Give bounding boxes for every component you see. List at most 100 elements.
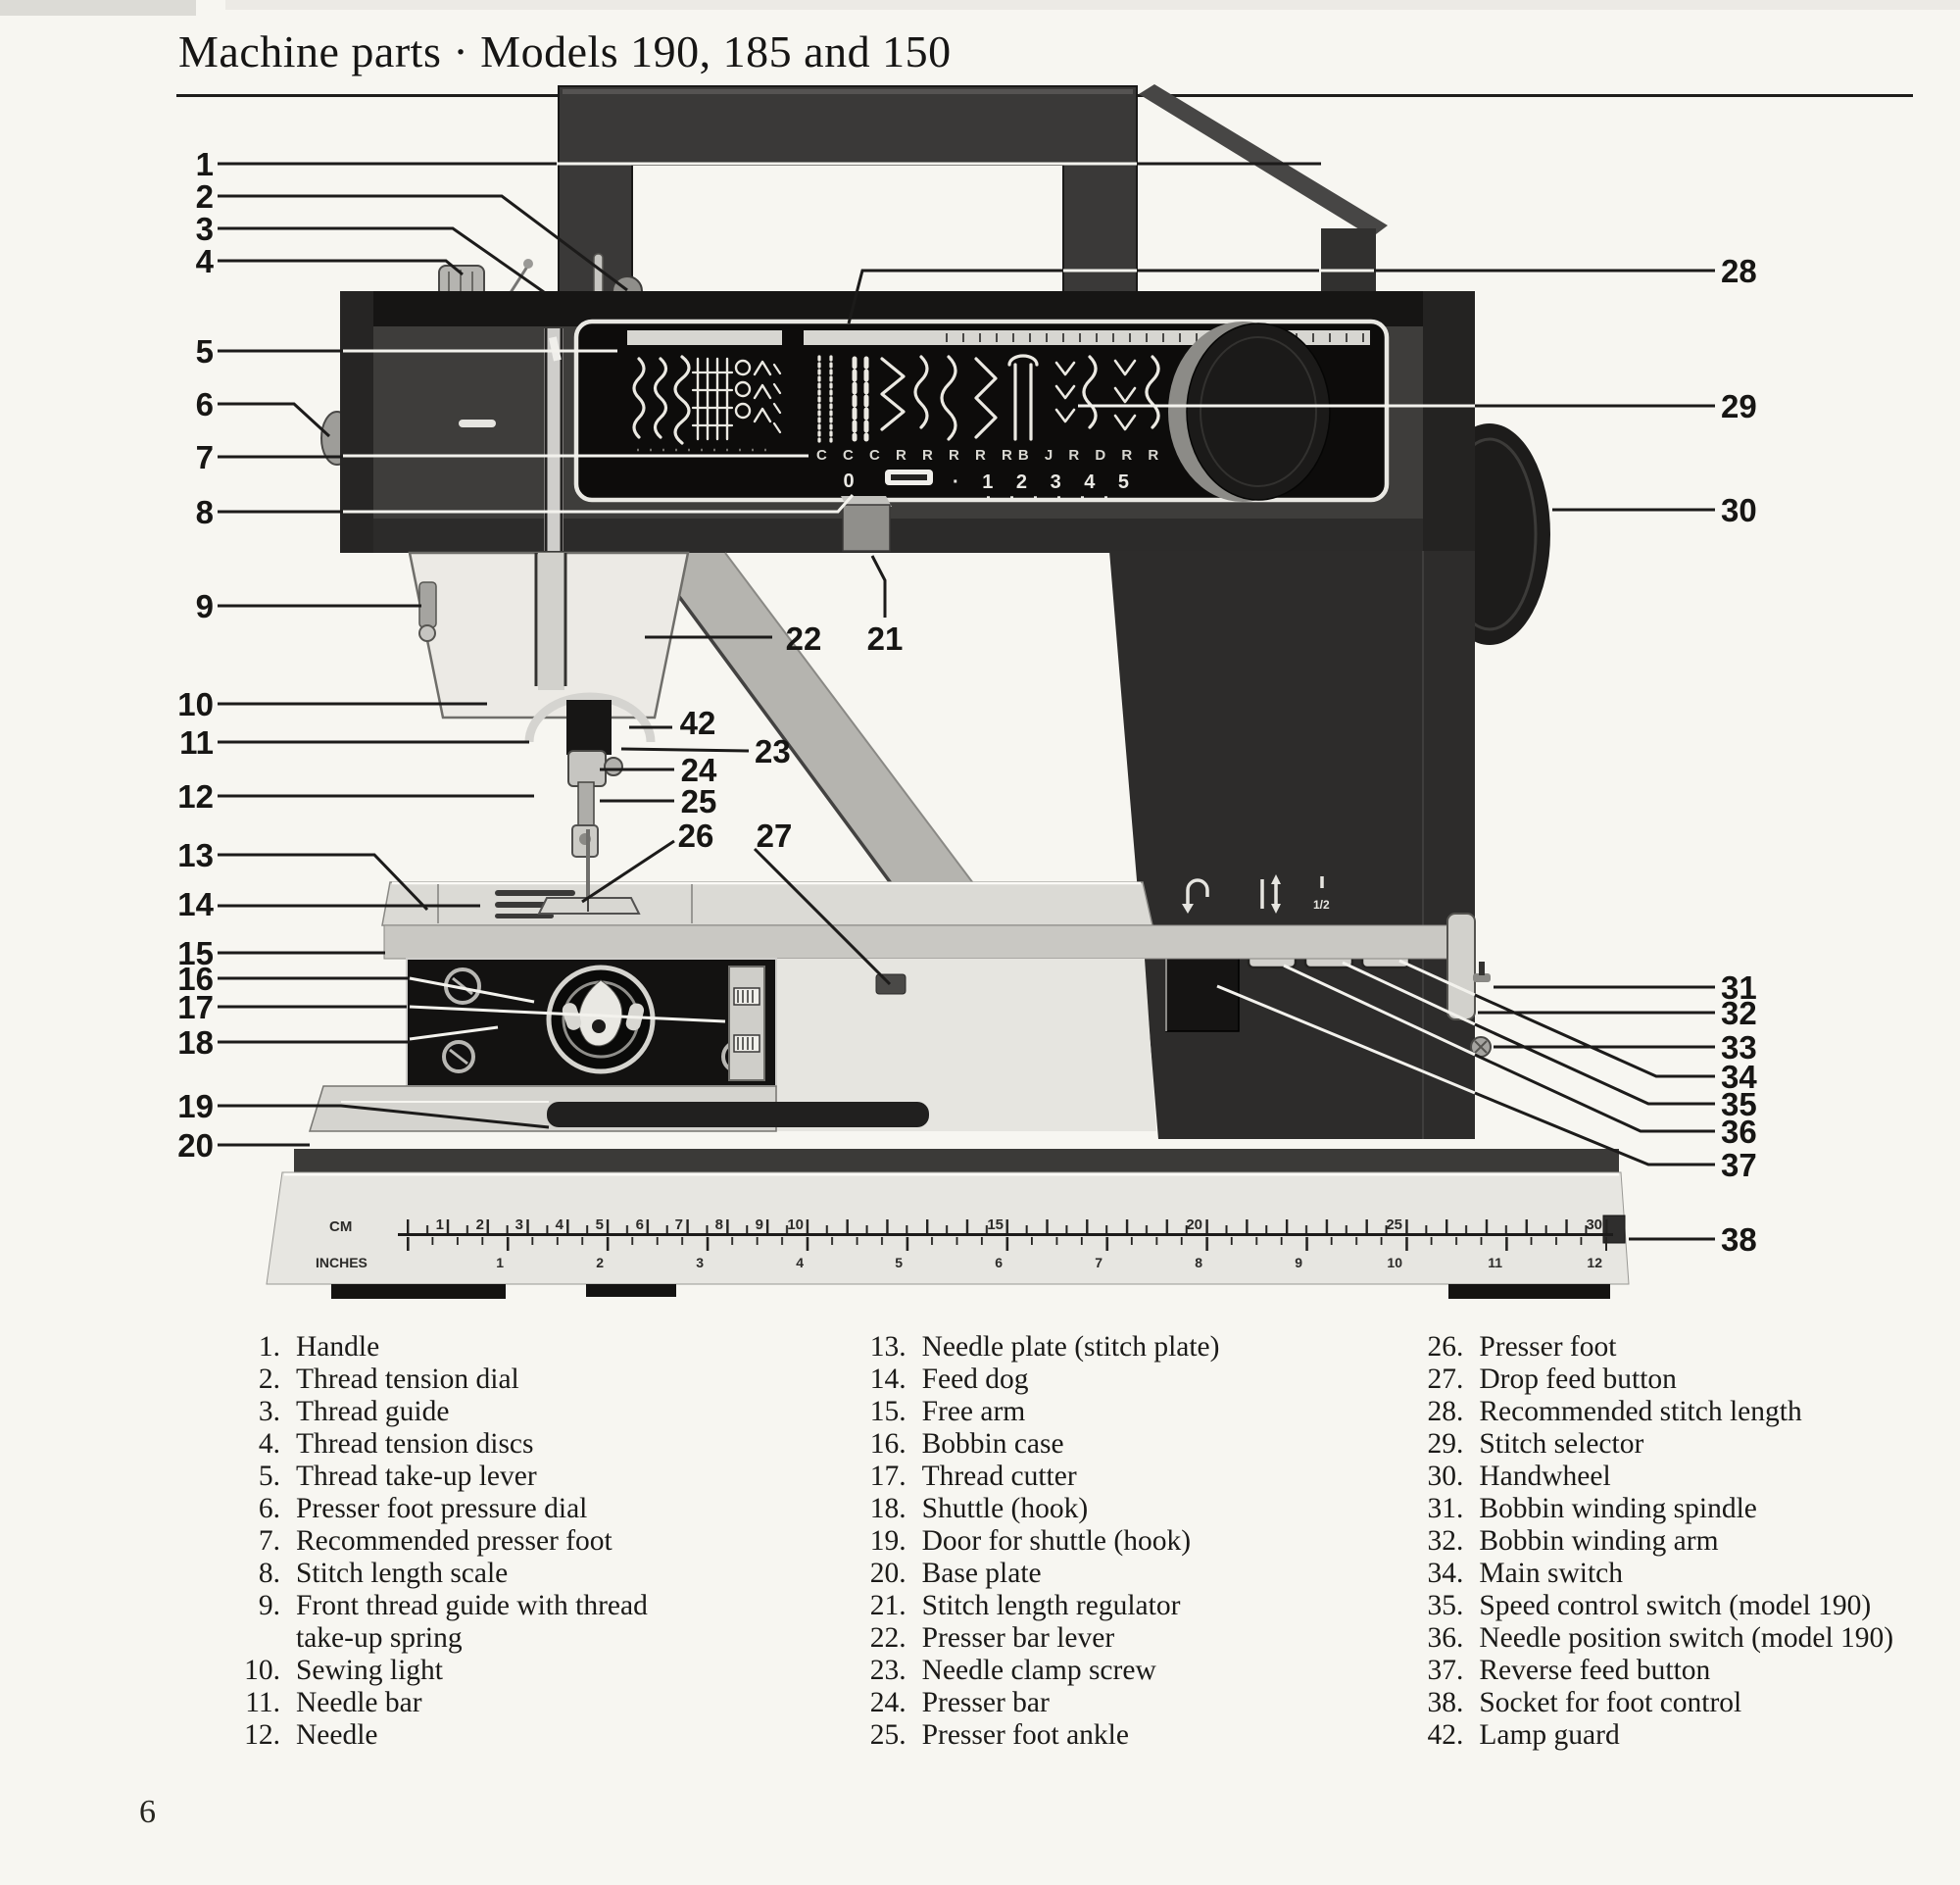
part-number: 9.	[258, 1590, 280, 1621]
part-item: 37. Reverse feed button	[1393, 1655, 1960, 1687]
part-item: 23. Needle clamp screw	[836, 1655, 1354, 1687]
part-item: 25. Presser foot ankle	[836, 1719, 1354, 1752]
button-symbols	[1182, 874, 1324, 914]
part-label: Bobbin winding arm	[1479, 1525, 1719, 1557]
part-number: 27.	[1427, 1364, 1464, 1395]
cm-tick-label: 9	[756, 1216, 763, 1233]
cm-tick-label: 4	[556, 1216, 564, 1233]
callout-34: 34	[1721, 1059, 1757, 1095]
callout-18: 18	[177, 1024, 214, 1061]
body-detail	[459, 420, 496, 427]
part-label: Drop feed button	[1479, 1364, 1677, 1395]
part-item: 8. Stitch length scale	[210, 1558, 797, 1590]
side-screw	[1470, 1036, 1492, 1058]
cm-tick-label: 7	[675, 1216, 683, 1233]
cm-tick-label: 2	[476, 1216, 484, 1233]
part-item: 18. Shuttle (hook)	[836, 1493, 1354, 1525]
cm-tick-label: 5	[596, 1216, 604, 1233]
part-label: Needle position switch (model 190)	[1479, 1622, 1894, 1654]
callout-11: 11	[179, 724, 214, 761]
part-label: Handwheel	[1479, 1461, 1611, 1492]
presser-foot-letters-row: C C C R R R R RB J R D R R	[816, 447, 1164, 464]
part-number: 30.	[1427, 1461, 1464, 1492]
cm-tick-label: 30	[1586, 1216, 1602, 1233]
callout-35: 35	[1721, 1086, 1757, 1122]
page-title: Machine parts · Models 190, 185 and 150	[178, 26, 952, 76]
part-number: 11.	[245, 1687, 280, 1718]
part-label: Shuttle (hook)	[921, 1493, 1089, 1524]
parts-column-3: 26. Presser foot 27. Drop feed button 28…	[1393, 1331, 1960, 1752]
presser-foot	[537, 897, 641, 915]
callout-2: 2	[196, 178, 214, 215]
part-label: Stitch length regulator	[921, 1590, 1181, 1621]
inch-tick-label: 12	[1587, 1255, 1602, 1270]
scale-numbers: · 1 2 3 4 5	[953, 471, 1138, 493]
callout-7: 7	[196, 439, 214, 475]
part-number: 18.	[869, 1493, 906, 1524]
base-ruler: CM INCHES 1 2 3 4 5 6 7 8 9 10 15 20	[316, 1216, 1613, 1270]
handle	[558, 84, 1388, 303]
part-number: 2.	[258, 1364, 280, 1395]
part-number: 36.	[1427, 1622, 1464, 1654]
presser-bar	[577, 781, 595, 832]
part-item: 3. Thread guide	[210, 1396, 797, 1428]
cm-tick-label: 6	[636, 1216, 644, 1233]
inch-tick-label: 8	[1195, 1255, 1202, 1270]
inch-tick-label: 2	[596, 1255, 604, 1270]
inch-tick-label: 11	[1488, 1255, 1502, 1270]
cm-tick-label: 15	[987, 1216, 1004, 1233]
recommended-stitch-length-strip	[627, 330, 1370, 345]
part-item: 16. Bobbin case	[836, 1428, 1354, 1461]
part-label: Presser foot	[1479, 1331, 1617, 1363]
page-number: 6	[139, 1794, 156, 1830]
part-number: 37.	[1427, 1655, 1464, 1686]
part-item: 34. Main switch	[1393, 1558, 1960, 1590]
callout-5: 5	[196, 333, 214, 370]
needle	[586, 829, 590, 898]
part-item: 12. Needle	[210, 1719, 797, 1752]
callout-29: 29	[1721, 388, 1757, 424]
reverse-arrow-icon	[1186, 878, 1209, 910]
part-item: 35. Speed control switch (model 190)	[1393, 1590, 1960, 1622]
part-item: 1. Handle	[210, 1331, 797, 1364]
part-item: 6. Presser foot pressure dial	[210, 1493, 797, 1525]
callout-30: 30	[1721, 492, 1757, 528]
part-item: 11. Needle bar	[210, 1687, 797, 1719]
machine-foot	[1448, 1284, 1610, 1299]
callout-15: 15	[177, 935, 214, 971]
callout-1: 1	[196, 146, 214, 182]
part-item: 17. Thread cutter	[836, 1461, 1354, 1493]
callout-32: 32	[1721, 995, 1757, 1031]
callout-36: 36	[1721, 1114, 1757, 1150]
needle-plate-deck	[381, 881, 1153, 926]
part-label: Bobbin winding spindle	[1479, 1493, 1757, 1524]
bobbin-winding-arm	[1446, 913, 1476, 1020]
part-item: 5. Thread take-up lever	[210, 1461, 797, 1493]
part-item: 9. Front thread guide with thread take-u…	[210, 1590, 797, 1655]
part-label: Speed control switch (model 190)	[1479, 1590, 1872, 1621]
part-label: Recommended stitch length	[1479, 1396, 1802, 1427]
part-number: 32.	[1427, 1525, 1464, 1557]
cm-tick-label: 1	[436, 1216, 444, 1233]
part-label: Handle	[296, 1331, 380, 1363]
front-thread-guide	[418, 581, 437, 642]
machine-foot	[586, 1284, 676, 1297]
part-number: 4.	[258, 1428, 280, 1460]
callout-24: 24	[681, 752, 717, 788]
part-item: 22. Presser bar lever	[836, 1622, 1354, 1655]
part-number: 6.	[258, 1493, 280, 1524]
callout-3: 3	[196, 211, 214, 247]
part-number: 26.	[1427, 1331, 1464, 1363]
ruler-cm-label: CM	[329, 1218, 352, 1235]
scan-artifact	[225, 0, 1960, 10]
callout-25: 25	[681, 783, 717, 819]
scan-artifact	[0, 0, 196, 16]
inch-tick-label: 3	[696, 1255, 704, 1270]
callout-27: 27	[757, 818, 793, 854]
callout-22: 22	[786, 620, 822, 657]
part-label: Thread tension dial	[296, 1364, 519, 1395]
inch-tick-label: 5	[895, 1255, 903, 1270]
callout-42: 42	[680, 705, 716, 741]
